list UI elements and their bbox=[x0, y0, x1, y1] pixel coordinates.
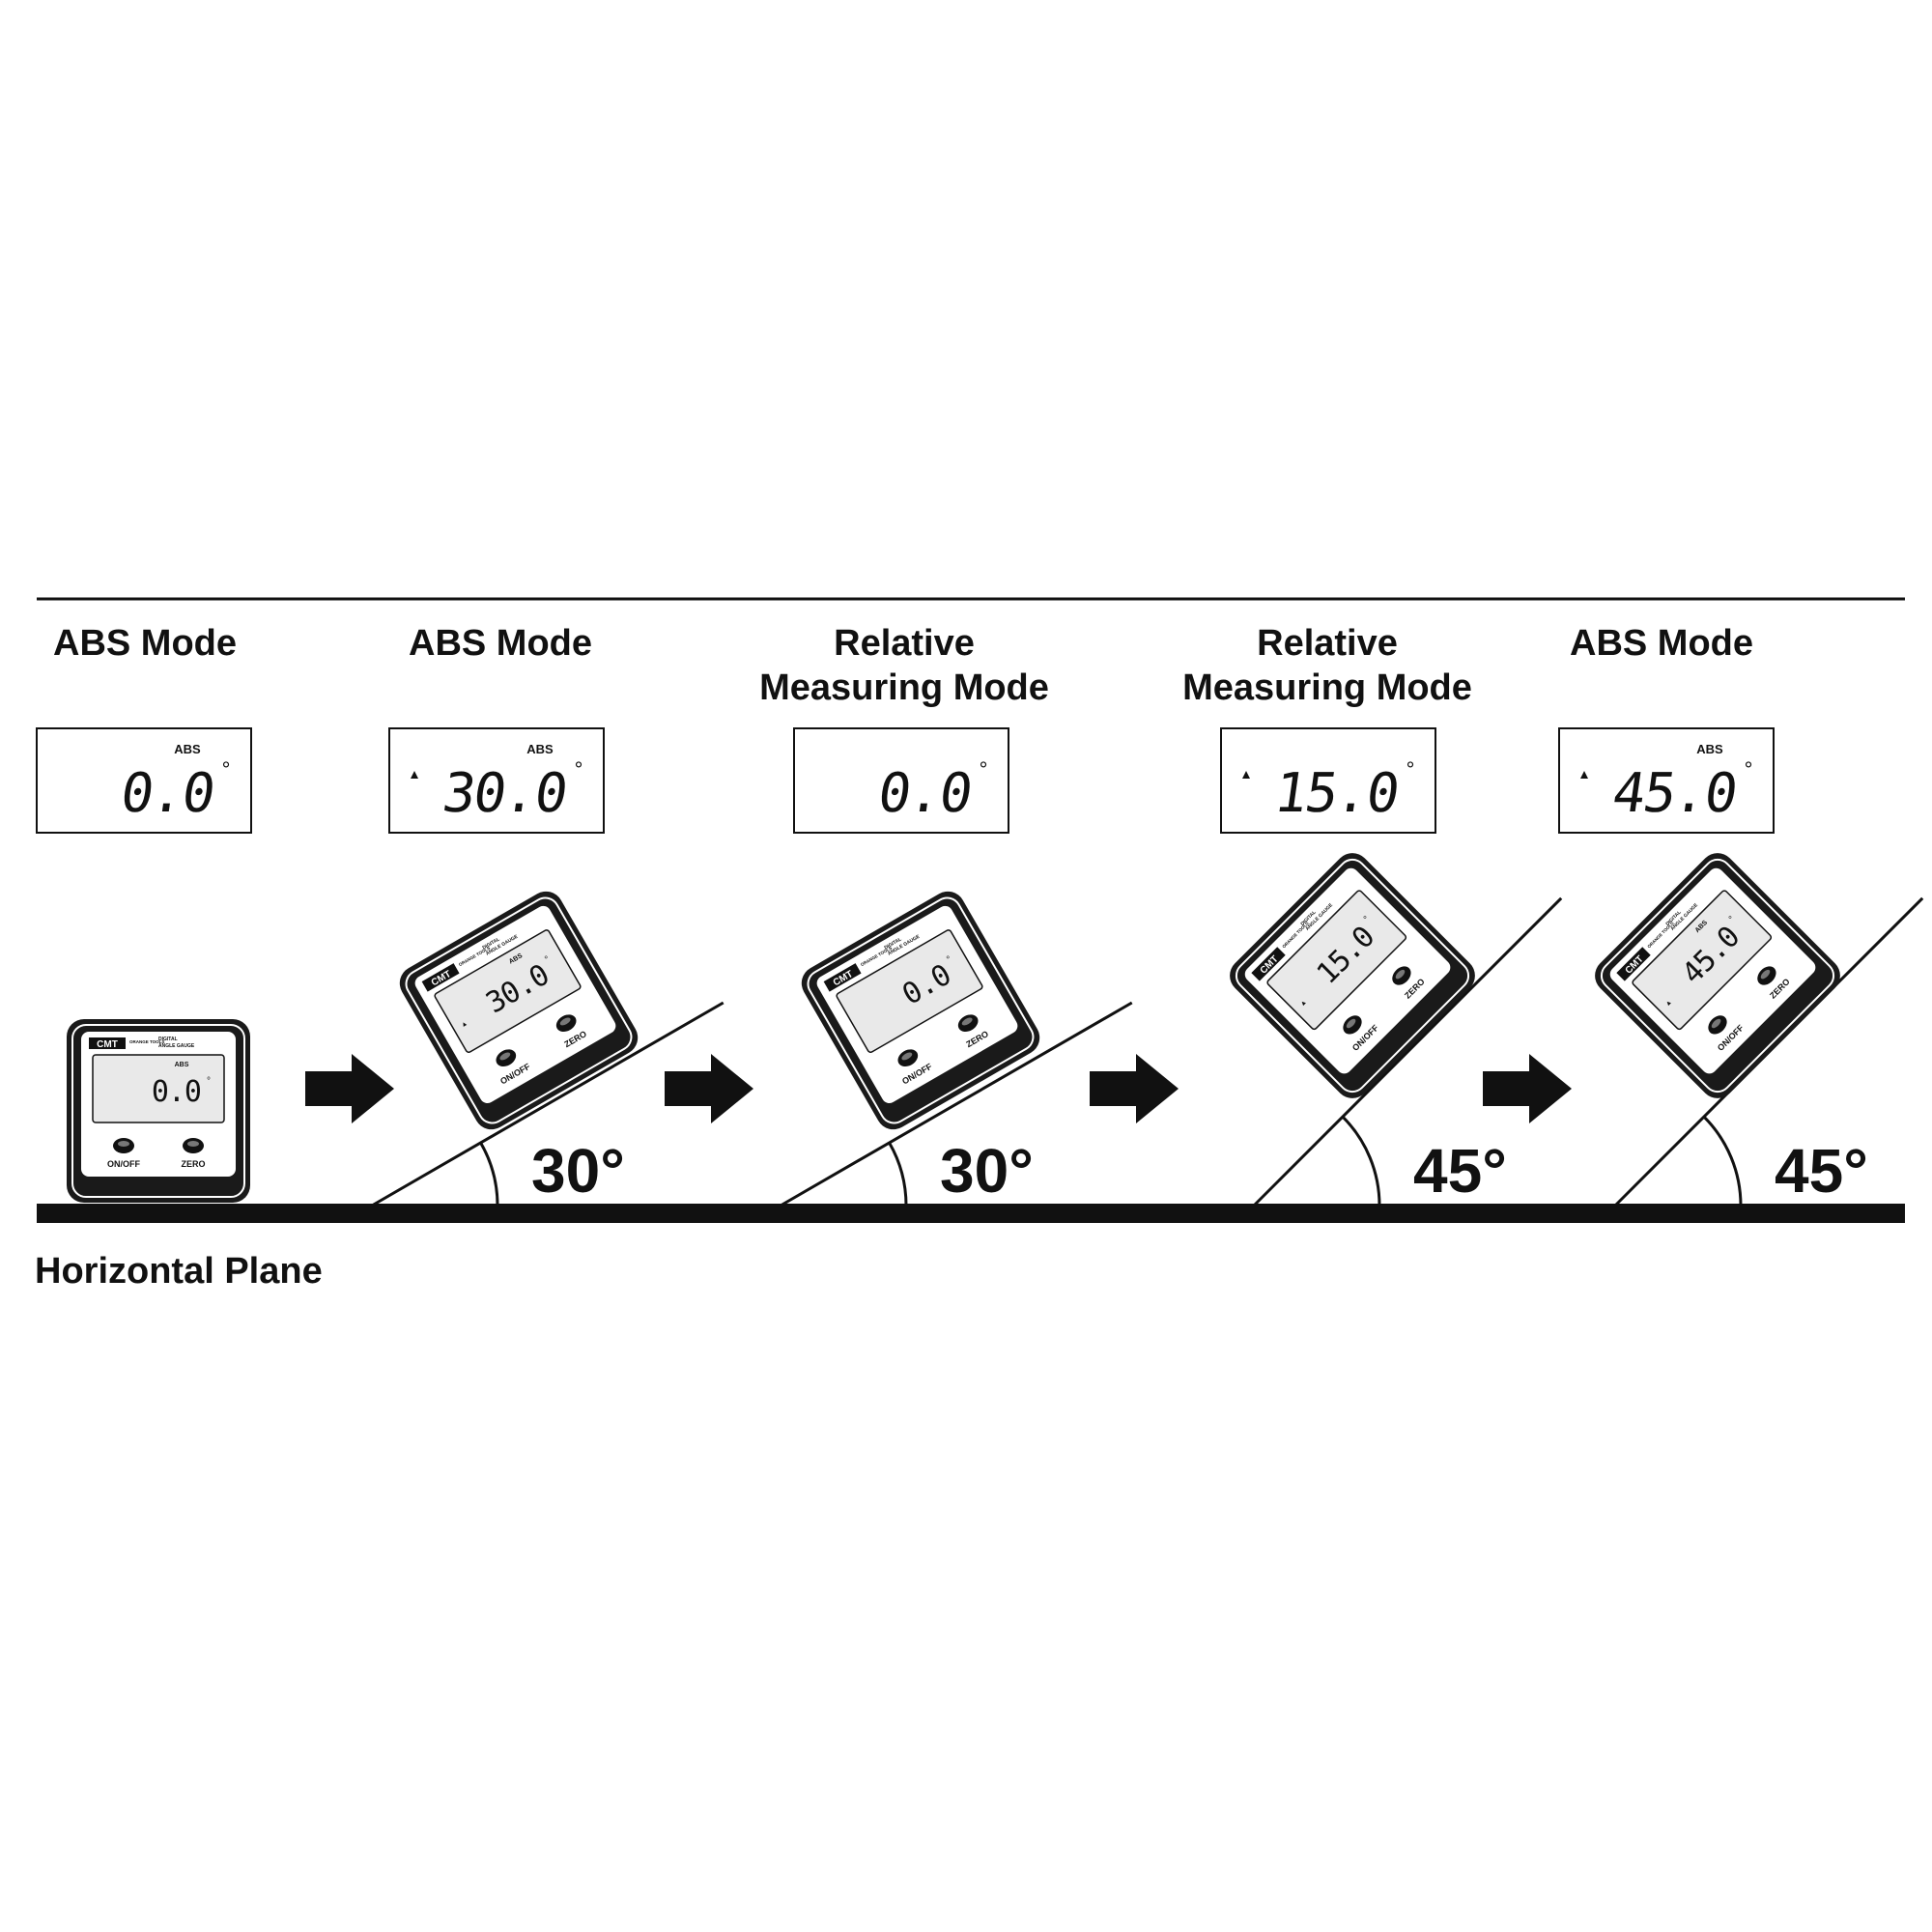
step-4-angle-arc bbox=[1341, 1116, 1381, 1207]
horizontal-plane-label: Horizontal Plane bbox=[35, 1251, 323, 1292]
device-screen-degree-mark: ° bbox=[543, 954, 552, 966]
step-arrow-4-icon bbox=[1483, 1054, 1572, 1123]
step-5-angle-arc bbox=[1702, 1116, 1743, 1207]
display-direction-arrow-icon bbox=[411, 771, 418, 779]
step-2-mode-title-line-1: ABS Mode bbox=[409, 623, 592, 664]
device-screen bbox=[434, 929, 582, 1054]
step-4-ramp-line bbox=[1252, 896, 1563, 1208]
step-1-display-panel: ABS 0.0° bbox=[36, 727, 252, 834]
step-arrow-3-icon bbox=[1090, 1054, 1179, 1123]
device-brand-logo bbox=[1251, 947, 1286, 981]
display-reading: 30.0 bbox=[439, 762, 570, 825]
step-4-display-panel: 15.0° bbox=[1220, 727, 1436, 834]
display-frame bbox=[793, 727, 1009, 834]
step-3-angle-arc bbox=[888, 1142, 908, 1207]
device-screen-abs-tag: ABS bbox=[175, 1062, 189, 1068]
display-degree-mark: ° bbox=[1406, 757, 1415, 781]
step-2-ramp-line bbox=[371, 1001, 724, 1208]
device-case-edge bbox=[1235, 858, 1470, 1094]
device-on-off-button-highlight bbox=[1346, 1018, 1356, 1029]
display-frame bbox=[1558, 727, 1775, 834]
display-direction-arrow-icon bbox=[1580, 771, 1588, 779]
step-5-mode-title-line-1: ABS Mode bbox=[1570, 623, 1753, 664]
display-frame bbox=[1220, 727, 1436, 834]
display-reading: 45.0 bbox=[1608, 762, 1740, 825]
display-degree-mark: ° bbox=[222, 757, 231, 781]
device-zero-button-highlight bbox=[1395, 969, 1406, 980]
step-4-mode-title-line-1: Relative bbox=[1257, 623, 1398, 664]
device-screen-degree-mark: ° bbox=[1727, 914, 1738, 924]
display-abs-tag: ABS bbox=[526, 742, 554, 756]
device-screen-degree-mark: ° bbox=[945, 954, 953, 966]
device-screen-reading: 0.0 bbox=[152, 1075, 201, 1109]
device-brand-text: CMT bbox=[97, 1039, 118, 1050]
device-on-off-button-highlight bbox=[1711, 1018, 1721, 1029]
step-arrow-2-icon bbox=[665, 1054, 753, 1123]
display-reading: 0.0 bbox=[874, 762, 975, 825]
step-4-mode-title-line-2: Measuring Mode bbox=[1182, 668, 1472, 708]
step-3-mode-title-line-2: Measuring Mode bbox=[759, 668, 1049, 708]
device-on-off-button-highlight bbox=[118, 1141, 129, 1147]
device-brand-sub: ORANGE TOOLS bbox=[129, 1039, 164, 1044]
display-degree-mark: ° bbox=[575, 757, 583, 781]
device-brand-logo bbox=[421, 963, 460, 992]
step-arrow-1-icon bbox=[305, 1054, 394, 1123]
display-frame bbox=[388, 727, 605, 834]
device-zero-button-highlight bbox=[961, 1017, 973, 1026]
step-2-display-panel: ABS 30.0° bbox=[388, 727, 605, 834]
display-reading: 15.0 bbox=[1270, 762, 1402, 825]
display-abs-tag: ABS bbox=[174, 742, 201, 756]
device-product-line-2: ANGLE GAUGE bbox=[158, 1043, 195, 1049]
display-degree-mark: ° bbox=[980, 757, 988, 781]
device-brand-logo bbox=[823, 963, 862, 992]
display-abs-tag: ABS bbox=[1696, 742, 1723, 756]
display-direction-arrow-icon bbox=[1242, 771, 1250, 779]
device-screen-degree-mark: ° bbox=[1362, 914, 1373, 924]
horizontal-plane-bar bbox=[37, 1204, 1905, 1223]
display-reading: 0.0 bbox=[117, 762, 217, 825]
step-3-ramp-line bbox=[780, 1001, 1133, 1208]
device-zero-button-highlight bbox=[1760, 969, 1771, 980]
device-case-edge bbox=[1600, 858, 1835, 1094]
step-3-display-panel: 0.0° bbox=[793, 727, 1009, 834]
step-3-angle-label: 30° bbox=[940, 1136, 1034, 1206]
device-on-off-label: ON/OFF bbox=[107, 1159, 140, 1169]
step-3-mode-title-line-1: Relative bbox=[834, 623, 975, 664]
display-degree-mark: ° bbox=[1745, 757, 1753, 781]
device-on-off-button-highlight bbox=[901, 1052, 913, 1061]
device-product-line-1: DIGITAL bbox=[158, 1037, 178, 1042]
device-screen bbox=[836, 929, 983, 1054]
device-brand-logo bbox=[1616, 947, 1651, 981]
step-5-display-panel: ABS 45.0° bbox=[1558, 727, 1775, 834]
device-zero-button-highlight bbox=[559, 1017, 571, 1026]
device-screen bbox=[1632, 890, 1773, 1031]
step-2-angle-label: 30° bbox=[531, 1136, 625, 1206]
device-screen bbox=[92, 1054, 225, 1123]
display-frame bbox=[36, 727, 252, 834]
device-screen-degree-mark: ° bbox=[207, 1076, 211, 1087]
device-on-off-button-highlight bbox=[499, 1052, 511, 1061]
device-case-edge bbox=[807, 896, 1035, 1124]
device-brand-logo bbox=[89, 1037, 126, 1049]
step-5-angle-label: 45° bbox=[1775, 1136, 1868, 1206]
device-screen-arrow-icon bbox=[463, 1022, 468, 1027]
step-1-mode-title-line-1: ABS Mode bbox=[53, 623, 237, 664]
device-case-edge bbox=[405, 896, 633, 1124]
device-case-edge bbox=[71, 1024, 245, 1198]
step-4-angle-label: 45° bbox=[1413, 1136, 1507, 1206]
step-2-angle-arc bbox=[479, 1142, 499, 1207]
device-screen bbox=[1266, 890, 1407, 1031]
device-zero-label: ZERO bbox=[181, 1159, 205, 1169]
device-zero-button-highlight bbox=[187, 1141, 199, 1147]
